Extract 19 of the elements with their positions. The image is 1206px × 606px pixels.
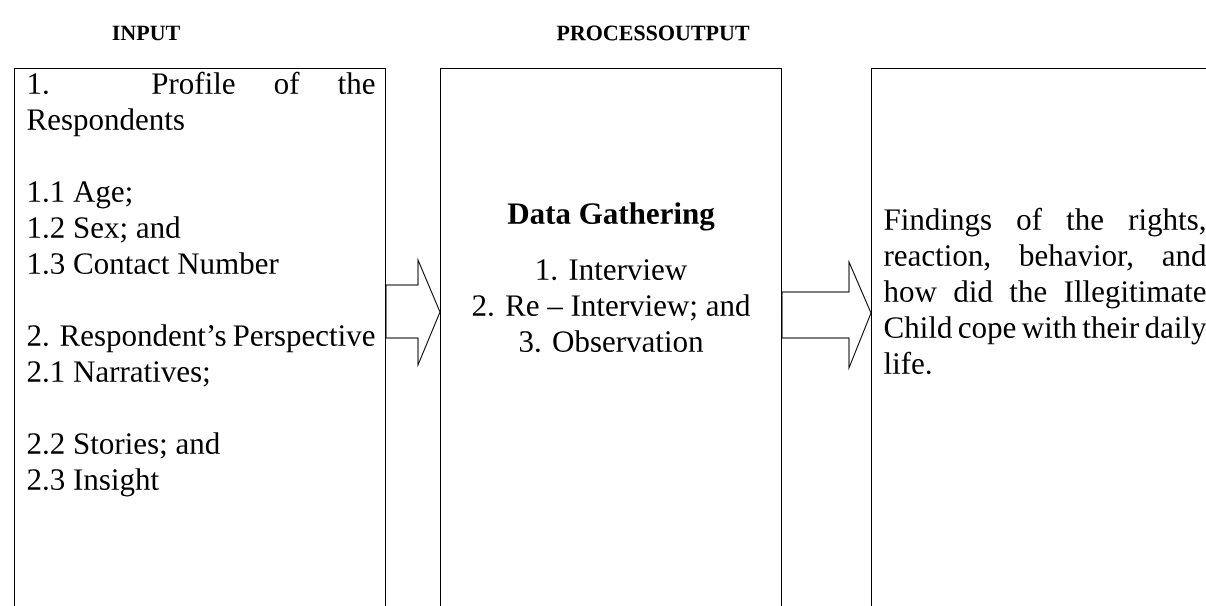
block-arrow xyxy=(781,261,872,369)
list-item: 1. Profile of the Respondents xyxy=(27,71,375,137)
block-arrow xyxy=(385,259,441,366)
column-heading: INPUT xyxy=(112,25,180,41)
list-item: 3. Observation xyxy=(519,330,704,353)
list-item: 2.3 Insight xyxy=(27,468,159,497)
box-text: Findings of the rights, reaction, behavior, and how did the Illegitimate Child cope with their daily life. xyxy=(883,207,1206,375)
list-item: 1.3 Contact Number xyxy=(29,252,279,275)
list-item: 2. Re – Interview; and xyxy=(472,294,751,321)
process-box xyxy=(440,68,782,606)
list-item: 2.1 Narratives; xyxy=(27,361,209,387)
column-heading: PROCESSOUTPUT xyxy=(556,25,750,41)
list-item: 2. Respondent’s Perspective xyxy=(27,324,375,353)
output-box xyxy=(871,68,1206,606)
list-item: 1.2 Sex; and xyxy=(29,216,181,243)
box-heading: Data Gathering xyxy=(507,202,715,231)
list-item: 1.1 Age; xyxy=(29,181,131,209)
list-item: 2.2 Stories; and xyxy=(27,432,220,459)
list-item: 1. Interview xyxy=(537,259,688,281)
